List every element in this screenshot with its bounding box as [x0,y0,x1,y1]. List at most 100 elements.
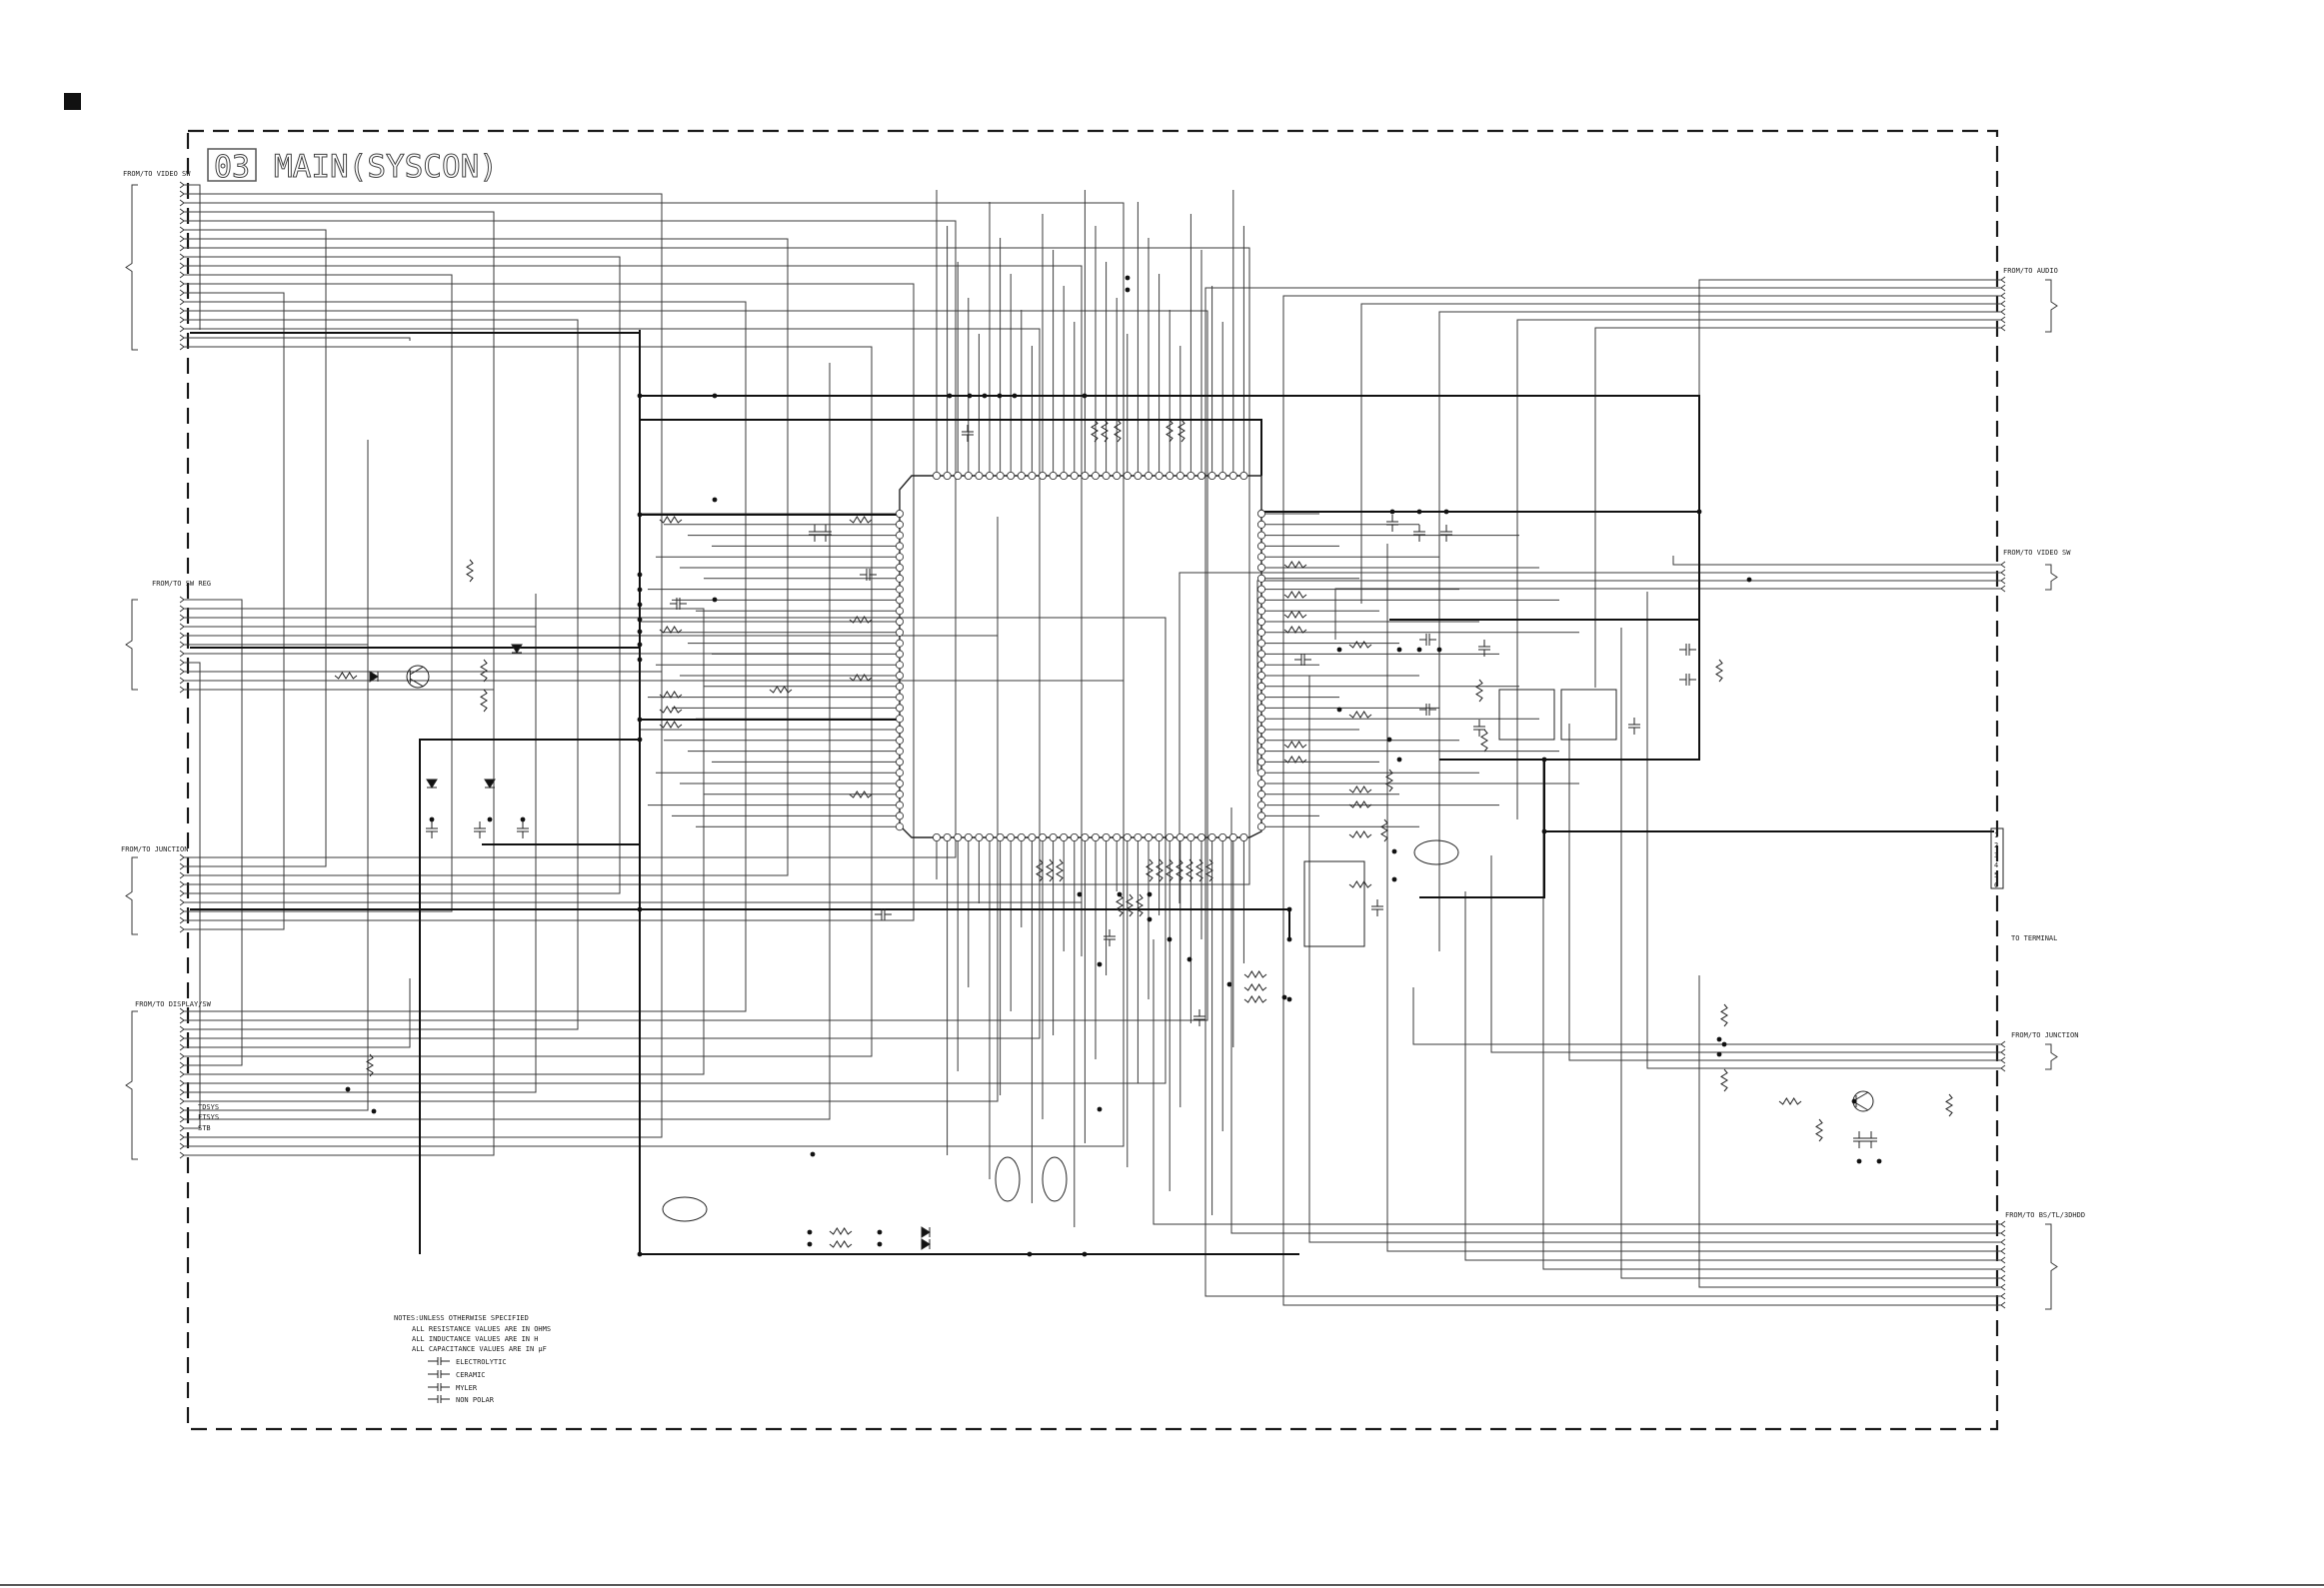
right-wire [1153,939,2001,1225]
connector-mark [2000,316,2006,324]
connector-mark [179,280,185,288]
notes-block: NOTES:UNLESS OTHERWISE SPECIFIED ALL RES… [394,1314,551,1404]
junction-dot [967,393,973,399]
left-wire [184,868,663,1138]
junction-dot [997,393,1003,399]
junction-dot [637,737,643,743]
connector-mark [179,650,185,658]
junction-dot [807,1229,813,1235]
mcu-pin [1257,780,1266,789]
left-wire [184,385,831,655]
mcu-pin [896,780,905,789]
connector-mark [179,316,185,324]
resistor-icon [366,1053,374,1077]
connector-mark [179,271,185,279]
ic-icon [1560,689,1617,741]
junction-dot [810,1151,816,1157]
connector-mark [2000,577,2006,585]
resistor-icon [659,721,683,729]
junction-dot [712,497,718,503]
junction-dot [712,597,718,603]
mcu-pin [1218,471,1227,480]
junction-dot [1125,275,1131,281]
left-wire [184,617,1166,693]
mcu-pin [1197,471,1206,480]
junction-dot [1186,956,1192,962]
resistor-icon [1116,893,1124,917]
connector-mark [179,1007,185,1015]
right-wire [1412,987,2001,1045]
mcu-pin [896,509,905,518]
mcu-pin [896,693,905,702]
connector-mark [179,641,185,649]
junction-dot [1386,737,1392,743]
right-wire [1256,580,2001,772]
mcu-pin [1145,833,1154,842]
mcu-pin [996,471,1005,480]
resistor-icon [849,616,873,624]
left-wire [184,662,201,967]
connector-mark [2000,1220,2006,1228]
connector-mark [179,632,185,640]
left-wire [184,594,537,1093]
right-wire [1282,712,2001,1306]
connector-mark [2000,292,2006,300]
right-wire [1204,843,2001,1297]
resistor-icon [659,706,683,714]
junction-dot [807,1241,813,1247]
connector-mark [2000,284,2006,292]
mcu-pin [896,736,905,745]
mcu-pin [1197,833,1206,842]
left-wire [184,857,453,912]
resistor-icon [849,516,873,524]
connector-mark [2000,1056,2006,1064]
mcu-pin [896,800,905,809]
signal-stb: STB [198,1124,211,1132]
junction-dot [1391,876,1397,882]
mcu-pin [1039,833,1048,842]
mcu-pin [1186,471,1195,480]
junction-dots [345,275,1882,1257]
mcu-pin [896,553,905,562]
junction-dot [1541,828,1547,834]
diode-icon [511,644,523,654]
left-wire [184,247,1250,451]
junction-dot [637,617,643,623]
mcu-pin [964,471,973,480]
mcu-pin [896,520,905,529]
junction-dot [1746,577,1752,583]
mcu-pin [1092,471,1101,480]
connector-mark [179,596,185,604]
mcu-pin [1134,833,1143,842]
resistor-icon [1101,419,1109,443]
mcu-pin [1257,574,1266,583]
resistor-icon [1046,858,1054,882]
bus-line [419,739,640,1254]
left-wire [184,440,369,1111]
resistor-icon [1165,419,1173,443]
mcu-pin [1257,509,1266,518]
resistor-icon [1348,830,1372,838]
junction-dot [1443,509,1449,515]
left-wire [184,396,1041,1039]
mcu-pin [896,628,905,637]
connector-mark [179,925,185,933]
resistor-icon [1283,741,1307,749]
mcu-pin [954,833,963,842]
mcu-pin [1257,758,1266,767]
mcu-pin [1228,471,1237,480]
bus-line [190,908,1290,939]
brace [2045,279,2058,333]
resistor-icon [769,686,793,694]
mcu-pin [1257,822,1266,831]
mcu-pin [1257,704,1266,713]
mcu-pin [1257,564,1266,573]
left-wire [184,671,1166,1084]
resistor-icon [1283,591,1307,599]
connector-mark [179,199,185,207]
left-wire [184,229,327,605]
left-wire [184,346,873,923]
mcu-pin [1102,471,1111,480]
left-wire [184,202,1125,835]
